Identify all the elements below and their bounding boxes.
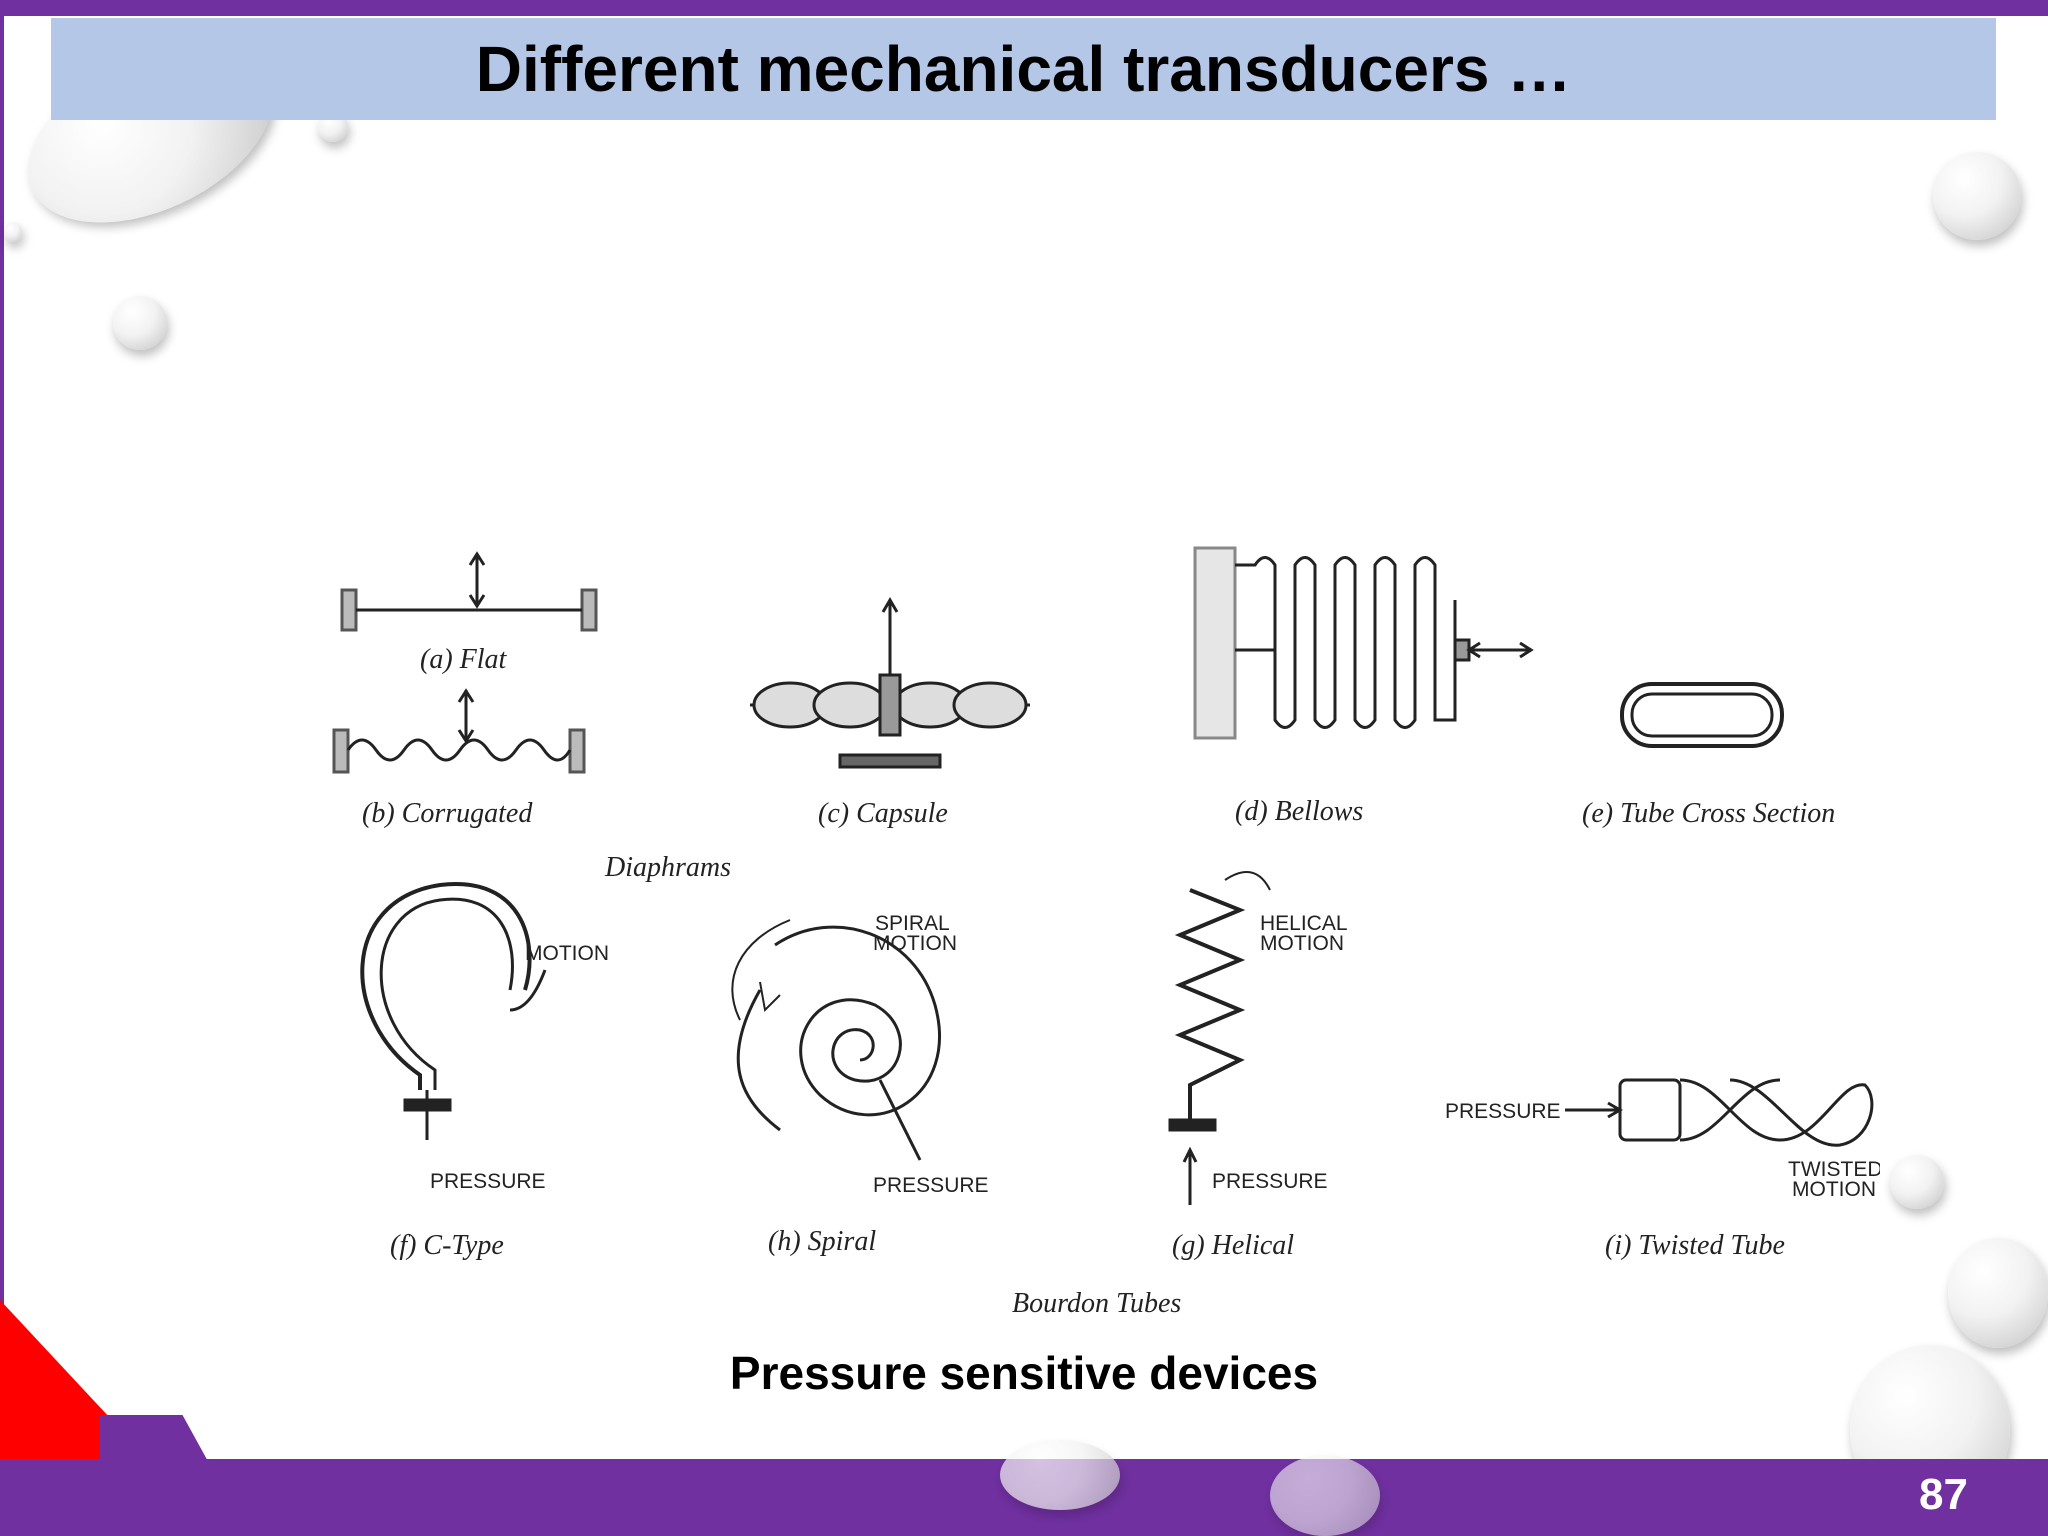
left-accent-edge bbox=[0, 0, 4, 1536]
figure-caption: Pressure sensitive devices bbox=[729, 1347, 1319, 1399]
label-capsule: (c) Capsule bbox=[818, 798, 948, 829]
flat-diaphragm-drawing bbox=[340, 551, 598, 632]
water-drop-decoration bbox=[1948, 1238, 2048, 1348]
label-twisted-tube: (i) Twisted Tube bbox=[1605, 1230, 1785, 1261]
slide-title: Different mechanical transducers … bbox=[475, 33, 1572, 105]
title-bar: Different mechanical transducers … bbox=[51, 18, 1996, 120]
c-type-bourdon-drawing bbox=[360, 881, 547, 1140]
label-helical: (g) Helical bbox=[1172, 1230, 1294, 1261]
tube-cross-section-drawing bbox=[1620, 682, 1784, 748]
callout-twisted-motion: MOTION bbox=[1792, 1178, 1876, 1201]
label-bellows: (d) Bellows bbox=[1235, 796, 1363, 827]
bellows-drawing bbox=[1193, 546, 1534, 740]
callout-spiral-motion: SPIRAL bbox=[875, 912, 950, 935]
spiral-bourdon-drawing bbox=[731, 919, 941, 1161]
callout-pressure-spiral: PRESSURE bbox=[873, 1174, 989, 1197]
callout-spiral-motion: MOTION bbox=[873, 932, 957, 955]
callout-pressure-twisted: PRESSURE bbox=[1445, 1100, 1561, 1123]
water-drop-decoration bbox=[4, 222, 22, 242]
callout-helical-motion: MOTION bbox=[1260, 932, 1344, 955]
water-drop-decoration bbox=[1000, 1440, 1120, 1510]
twisted-tube-bourdon-drawing bbox=[1565, 1078, 1874, 1147]
water-drop-decoration bbox=[113, 296, 167, 350]
label-corrugated: (b) Corrugated bbox=[362, 798, 533, 829]
callout-pressure-c-type: PRESSURE bbox=[430, 1170, 546, 1193]
label-spiral: (h) Spiral bbox=[768, 1226, 876, 1257]
label-bourdon-tubes: Bourdon Tubes bbox=[1012, 1288, 1181, 1319]
label-diaphrams: Diaphrams bbox=[604, 852, 731, 883]
callout-twisted-motion: TWISTED bbox=[1788, 1158, 1880, 1181]
label-tube-cross-section: (e) Tube Cross Section bbox=[1582, 798, 1835, 829]
callout-pressure-helical: PRESSURE bbox=[1212, 1170, 1328, 1193]
pressure-transducer-diagram: (a) Flat (b) Corrugated (c) Capsule (d) … bbox=[332, 546, 1880, 1319]
capsule-diaphragm-drawing bbox=[750, 597, 1030, 769]
bottom-step-accent bbox=[100, 1415, 210, 1465]
corrugated-diaphragm-drawing bbox=[332, 688, 586, 774]
callout-helical-motion: HELICAL bbox=[1260, 912, 1348, 935]
callout-motion: MOTION bbox=[525, 942, 609, 965]
top-accent-band bbox=[0, 0, 2048, 16]
label-c-type: (f) C-Type bbox=[390, 1230, 504, 1261]
label-flat: (a) Flat bbox=[420, 644, 508, 675]
helical-bourdon-drawing bbox=[1168, 871, 1271, 1205]
water-drop-decoration bbox=[1933, 152, 2021, 240]
slide-number: 87 bbox=[1919, 1470, 1968, 1519]
water-drop-decoration bbox=[1890, 1155, 1944, 1209]
water-drop-decoration bbox=[1270, 1455, 1380, 1536]
